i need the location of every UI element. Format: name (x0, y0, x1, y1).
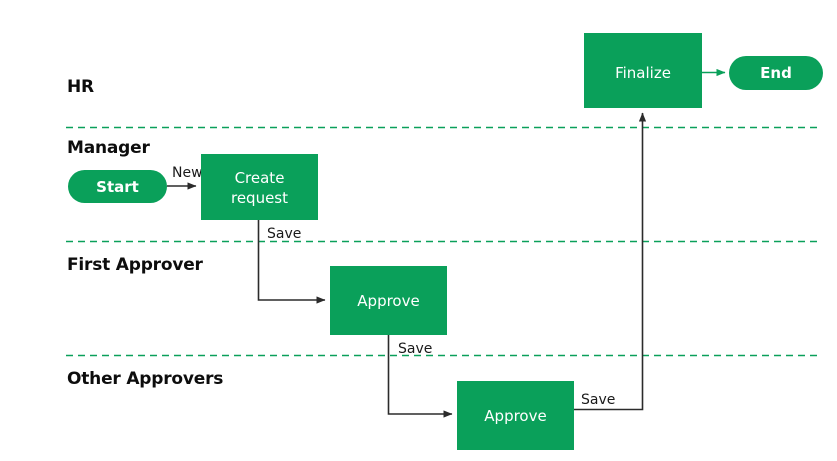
node-finalize-label: Finalize (615, 64, 671, 82)
edge-label-save-3: Save (581, 392, 615, 408)
node-end[interactable]: End (729, 56, 823, 90)
node-approve-other-label: Approve (484, 407, 546, 425)
connector-approve-other-to-finalize (574, 112, 647, 411)
node-start-shape[interactable] (68, 170, 167, 203)
node-create-request-label-line1: Create (235, 169, 285, 187)
edge-label-save-2: Save (398, 341, 432, 357)
node-create-request-label-line2: request (231, 189, 288, 207)
node-finalize-shape[interactable] (584, 33, 702, 108)
node-end-shape[interactable] (729, 56, 823, 90)
node-approve-first-label: Approve (357, 292, 419, 310)
lane-label-manager: Manager (67, 138, 150, 158)
lane-label-other-approvers: Other Approvers (67, 369, 223, 389)
connector-approve-first-to-approve-other (387, 335, 453, 418)
node-create-request-shape[interactable] (201, 154, 318, 220)
node-end-label: End (760, 64, 792, 82)
connector-create-request-to-approve-first (257, 220, 326, 304)
node-finalize[interactable]: Finalize (584, 33, 702, 108)
node-create-request[interactable]: Create request (201, 154, 318, 220)
node-approve-other-shape[interactable] (457, 381, 574, 450)
lane-label-first-approver: First Approver (67, 255, 204, 275)
node-approve-first[interactable]: Approve (330, 266, 447, 335)
edge-label-new: New (172, 165, 203, 181)
node-start[interactable]: Start (68, 170, 167, 203)
edge-label-save-1: Save (267, 226, 301, 242)
node-approve-other[interactable]: Approve (457, 381, 574, 450)
lane-label-hr: HR (67, 77, 94, 97)
node-start-label: Start (96, 178, 139, 196)
node-approve-first-shape[interactable] (330, 266, 447, 335)
